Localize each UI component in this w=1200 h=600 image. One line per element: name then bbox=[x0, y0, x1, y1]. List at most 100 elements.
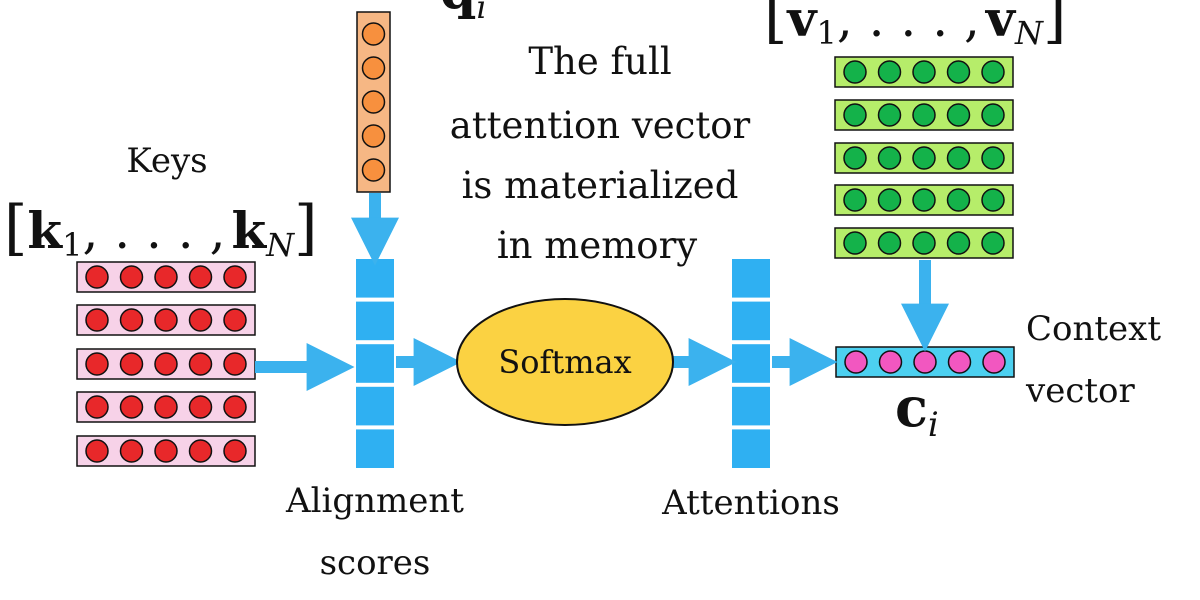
value-vector-1-element bbox=[877, 60, 902, 84]
values-stack bbox=[834, 56, 1014, 259]
value-vector-5 bbox=[834, 227, 1014, 259]
value-vector-3-element bbox=[981, 146, 1005, 170]
alignment-score-cell-3 bbox=[354, 342, 396, 385]
value-vector-4-element bbox=[981, 188, 1005, 212]
query-subscript: i bbox=[476, 0, 486, 26]
value-vector-3-element bbox=[912, 146, 936, 170]
value-vector-5-element bbox=[843, 231, 867, 255]
note-line-1: The full bbox=[528, 40, 671, 83]
value-vector-5-element bbox=[981, 231, 1005, 255]
materialized-note: The full attention vector is materialize… bbox=[450, 40, 751, 267]
key-vector-5-element bbox=[188, 439, 213, 463]
value-vector-1-element bbox=[981, 60, 1005, 84]
key-vector-4-element bbox=[188, 395, 213, 419]
value-vector-1-element bbox=[946, 60, 971, 84]
values-sub-1: 1 bbox=[816, 14, 836, 52]
context-symbol: ci bbox=[895, 375, 939, 445]
key-vector-1-element bbox=[223, 265, 247, 289]
context-label-line-2: vector bbox=[1025, 371, 1136, 411]
value-vector-3-element bbox=[843, 146, 867, 170]
key-vector-5-element bbox=[223, 439, 247, 463]
value-vector-3-element bbox=[946, 146, 971, 170]
query-q: q bbox=[440, 0, 476, 21]
attention-cell-4 bbox=[730, 384, 772, 428]
key-vector-2-element bbox=[85, 308, 109, 332]
alignment-score-cell-2 bbox=[354, 299, 396, 343]
keys-k1: k bbox=[27, 201, 63, 260]
key-vector-1-element bbox=[85, 265, 109, 289]
context-vector-row-element bbox=[844, 350, 868, 374]
context-vector-row-element bbox=[913, 350, 937, 374]
note-line-2: attention vector bbox=[450, 104, 751, 147]
value-vector-3-element bbox=[877, 146, 902, 170]
value-vector-1-element bbox=[912, 60, 936, 84]
key-vector-2-element bbox=[154, 308, 178, 332]
context-subscript: i bbox=[928, 405, 939, 445]
arrows bbox=[255, 193, 949, 391]
value-vector-4-element bbox=[843, 188, 867, 212]
context-c: c bbox=[895, 375, 928, 439]
key-vector-1 bbox=[76, 261, 256, 293]
key-vector-5-element bbox=[85, 439, 109, 463]
value-vector-4 bbox=[834, 184, 1014, 216]
value-vector-2-element bbox=[843, 103, 867, 127]
value-vector-2-element bbox=[877, 103, 902, 127]
attentions-column bbox=[730, 257, 772, 470]
value-vector-2-element bbox=[946, 103, 971, 127]
context-vector-row-element bbox=[947, 350, 972, 374]
values-vN: v bbox=[985, 0, 1017, 48]
key-vector-1-element bbox=[188, 265, 213, 289]
key-vector-4-element bbox=[119, 395, 144, 419]
value-vector-2 bbox=[834, 99, 1014, 131]
value-vector-1 bbox=[834, 56, 1014, 88]
query-vector-element bbox=[361, 90, 386, 114]
key-vector-4-element bbox=[85, 395, 109, 419]
context-vector-row bbox=[835, 346, 1015, 378]
attention-cell-2 bbox=[730, 299, 772, 343]
keys-bracket-close: ] bbox=[294, 193, 317, 263]
softmax-node bbox=[456, 298, 674, 426]
key-vector-3 bbox=[76, 348, 256, 380]
values-sub-N: N bbox=[1014, 14, 1044, 52]
note-line-4: in memory bbox=[497, 224, 697, 267]
values-bracket-open: [ bbox=[764, 0, 787, 51]
attention-cell-1 bbox=[730, 257, 772, 300]
values-notation: [v1, . . . ,vN] bbox=[764, 0, 1066, 52]
value-vector-4-element bbox=[877, 188, 902, 212]
key-vector-2-element bbox=[223, 308, 247, 332]
key-vector-3-element bbox=[154, 352, 178, 376]
key-vector-2-element bbox=[188, 308, 213, 332]
context-vector-row-element bbox=[982, 350, 1006, 374]
attentions-label: Attentions bbox=[661, 483, 840, 523]
alignment-label-line-1: Alignment bbox=[285, 481, 464, 521]
value-vector-2-element bbox=[981, 103, 1005, 127]
alignment-scores-column bbox=[354, 257, 396, 470]
value-vector-5-element bbox=[912, 231, 936, 255]
query-label: qi bbox=[440, 0, 487, 26]
key-vector-1-element bbox=[119, 265, 144, 289]
query-vector bbox=[356, 11, 391, 193]
attention-cell-3 bbox=[730, 342, 772, 385]
value-vector-5-element bbox=[877, 231, 902, 255]
key-vector-3-element bbox=[85, 352, 109, 376]
values-dots: , . . . , bbox=[837, 0, 980, 48]
alignment-score-cell-1 bbox=[354, 257, 396, 300]
keys-sub-1: 1 bbox=[62, 226, 82, 264]
key-vector-5-element bbox=[154, 439, 178, 463]
key-vector-3-element bbox=[223, 352, 247, 376]
key-vector-5 bbox=[76, 435, 256, 467]
value-vector-4-element bbox=[912, 188, 936, 212]
key-vector-4 bbox=[76, 391, 256, 423]
attention-cell-5 bbox=[730, 427, 772, 470]
keys-notation: [k1, . . . ,kN] bbox=[4, 193, 318, 264]
value-vector-2-element bbox=[912, 103, 936, 127]
keys-stack bbox=[76, 261, 256, 467]
keys-kN: k bbox=[231, 201, 267, 260]
keys-bracket-open: [ bbox=[4, 193, 27, 263]
key-vector-2 bbox=[76, 304, 256, 336]
value-vector-3 bbox=[834, 142, 1014, 174]
alignment-label-line-2: scores bbox=[320, 543, 431, 583]
key-vector-4-element bbox=[223, 395, 247, 419]
alignment-score-cell-4 bbox=[354, 384, 396, 428]
